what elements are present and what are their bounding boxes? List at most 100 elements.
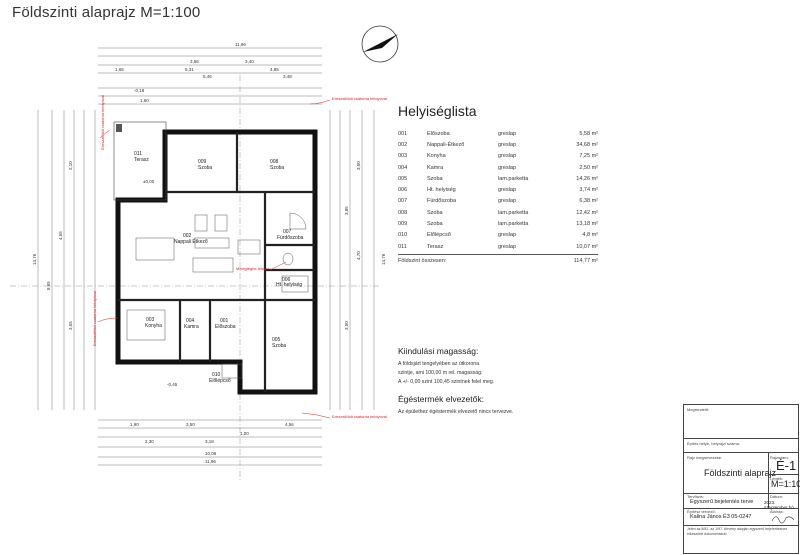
dim-bottom: 10,06 [205,451,217,456]
room-010-name: Előlépcső [209,378,231,384]
room-009-name: Szoba [198,165,212,171]
dim-bottom: 1,00 [240,431,249,436]
room-011-name: Terasz [134,157,149,163]
dim-right: 4,70 [356,251,361,260]
tb-designer-label: Építész tervező: [687,509,716,514]
sheet-title: Földszinti alaprajz M=1:100 [12,4,201,21]
room-011-no: 011 [134,151,142,157]
dim-top: 5,46 [203,74,212,79]
room-001-name: Előszoba [215,324,236,330]
room-list-title: Helyiséglista [398,103,477,119]
dim-top: 1,60 [140,98,149,103]
room-010-no: 010 [212,372,221,378]
dim-bottom: 3,50 [186,422,195,427]
dim-bottom: 4,56 [285,422,294,427]
note-line: A földsjárt tengelyében az útkorona [398,361,480,367]
room-008-name: Szoba [270,165,284,171]
signature-icon [771,516,795,524]
tb-designer: Kalina János É3 05-0247 [690,514,752,520]
dim-left: 4,55 [58,231,63,240]
flue-title: Égéstermék elvezetők: [398,394,484,404]
tb-project-label: Megrendelő: [687,407,710,412]
room-005-name: Szoba [272,343,286,349]
tb-drawing-name: Földszinti alaprajz [704,468,777,478]
dim-top: 1,65 [115,67,124,72]
room-003-name: Konyha [145,323,162,329]
dim-top: 5,31 [185,67,194,72]
tb-phase: Egyszerű bejelentés terve [690,499,754,505]
room-002-no: 002 [183,233,192,239]
room-006-no: 006 [282,277,291,283]
total-area: 114,77 m² [573,257,598,264]
dim-left: 14,76 [32,253,37,265]
room-001-no: 001 [220,318,229,324]
dim-right: 3,50 [356,161,361,170]
dim-bottom: 3,18 [205,439,214,444]
title-block: Megrendelő: Építés helye, helyrajzi szám… [683,404,800,554]
red-note: Ereszalföldi csatorna lefolyóval [100,95,105,150]
room-005-no: 005 [272,337,281,343]
dim-top: 3,48 [283,74,292,79]
tb-drawing-label: Rajz megnevezése: [687,455,723,460]
red-note: Ereszalföldi csatorna lefolyóval [332,96,387,101]
tb-sheet-no-label: Rajzszám: [770,455,789,460]
level-mark: ±0,00 [143,179,155,184]
tb-date-label: Dátum: [770,494,783,499]
dim-top: 3,56 [190,59,199,64]
tb-scale-label: Lépték: [770,476,784,481]
dim-bottom: 1,90 [130,422,139,427]
start-height-text: A földsjárt tengelyében az útkorona szin… [398,360,494,387]
level-mark: -0,18 [134,88,145,93]
room-002-name: Nappali Étkező [174,238,208,245]
dim-right: 14,76 [381,253,386,265]
tb-sheet-no: É-1 [776,458,797,473]
total-label: Földszint összesen: [398,257,447,264]
red-note: Meleglégbe lefolyó [236,266,270,271]
red-note: Ereszalföldi csatorna lefolyóval [332,414,387,419]
flue-text: Az épülethez égéstermék elvezető nincs t… [398,409,514,415]
room-009-no: 009 [198,159,207,165]
tb-footer: Jelen az 8/81. az 1/97. törvény alapján … [687,527,788,536]
note-line: szintje, ami 100,00 m rel. magasság. [398,370,483,376]
dim-bottom: 2,30 [145,439,154,444]
tb-scale: M=1:100 [771,479,800,489]
tb-date: 2023. szeptember hó [764,500,794,510]
room-003-no: 003 [146,317,155,323]
dim-right: 3,50 [344,321,349,330]
dim-bottom: 11,96 [205,459,216,464]
room-007-no: 007 [283,229,292,235]
dim-right: 3,85 [344,206,349,215]
level-mark: -0,45 [167,382,178,387]
room-004-name: Kamra [184,324,199,330]
room-007-name: Fürdőszoba [277,235,304,241]
tb-site-label: Építés helye, helyrajzi száma: [687,441,740,446]
room-008-no: 008 [270,159,279,165]
dim-left: 2,10 [68,161,73,170]
total-row: Földszint összesen: 114,77 m² [398,254,598,266]
start-height-title: Kiindulási magasság: [398,346,479,356]
note-line: A +/- 0,00 szint 100,45 szintnek felel m… [398,379,495,385]
dim-top: 3,40 [245,59,254,64]
dim-left: 3,55 [68,321,73,330]
tb-phase-label: Tervfázis: [687,494,704,499]
north-arrow-icon [361,25,399,63]
dim-left: 8,65 [46,281,51,290]
tb-sign-label: Aláírás: [770,509,784,514]
room-004-no: 004 [186,318,195,324]
dim-top: 4,85 [270,67,279,72]
room-006-name: Ht. helyiség [276,282,302,288]
red-note: Ereszalföldi csatorna lefolyóval [92,291,97,346]
